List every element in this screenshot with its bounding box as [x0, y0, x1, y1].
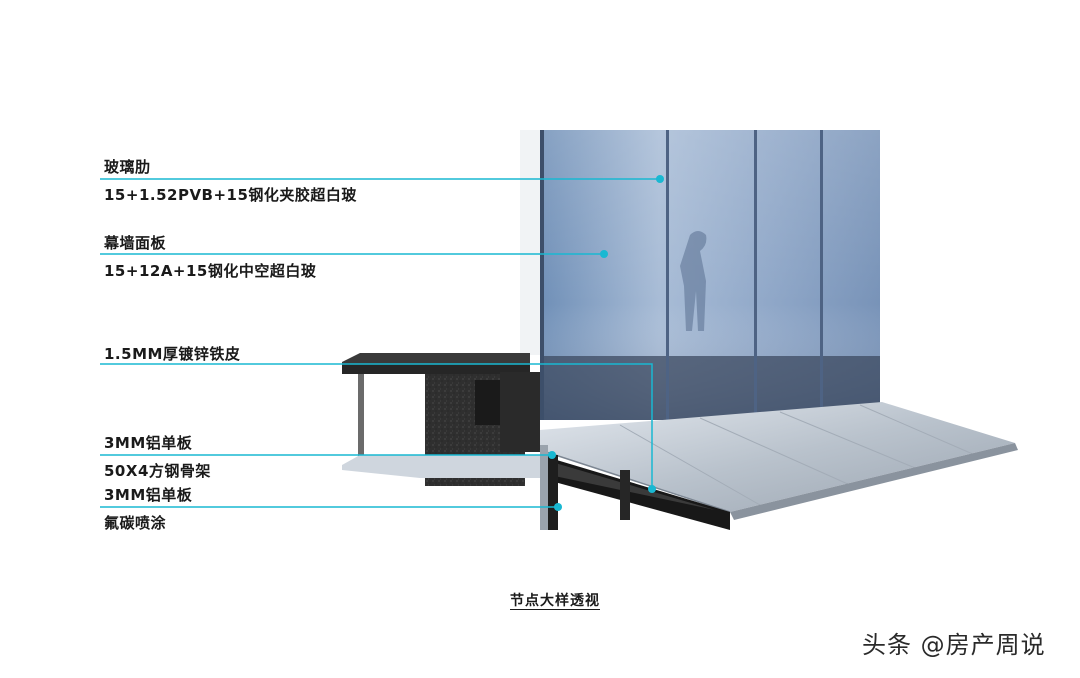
callout-title-aluminum-panel-1: 3MM铝单板 [104, 434, 193, 452]
leader-dot-3 [648, 485, 656, 493]
leader-dot-2 [600, 250, 608, 258]
leader-dots [548, 175, 664, 511]
callout-sub-fluorocarbon-coating: 氟碳喷涂 [104, 514, 167, 532]
callout-title-curtain-panel: 幕墙面板 [104, 234, 167, 252]
leader-lines [100, 178, 660, 508]
curtain-wall-glass [540, 130, 880, 420]
callout-title-aluminum-panel-2: 3MM铝单板 [104, 486, 193, 504]
callout-sub-glass-fin: 15+1.52PVB+15钢化夹胶超白玻 [104, 186, 357, 204]
callout-sub-curtain-panel: 15+12A+15钢化中空超白玻 [104, 262, 317, 280]
leader-line-3 [100, 363, 653, 489]
figure-caption: 节点大样透视 [510, 593, 600, 609]
callout-title-galvanized-sheet: 1.5MM厚镀锌铁皮 [104, 345, 241, 363]
base-plate [342, 455, 540, 478]
leader-dot-1 [656, 175, 664, 183]
callout-title-glass-fin: 玻璃肋 [104, 158, 151, 176]
leader-dot-4 [548, 451, 556, 459]
wall-edge [520, 130, 542, 355]
callout-sub-steel-frame: 50X4方钢骨架 [104, 462, 211, 480]
watermark: 头条 @房产周说 [862, 631, 1046, 659]
leader-dot-5 [554, 503, 562, 511]
reflection-figure [680, 231, 707, 331]
sloped-panel [539, 402, 1018, 530]
